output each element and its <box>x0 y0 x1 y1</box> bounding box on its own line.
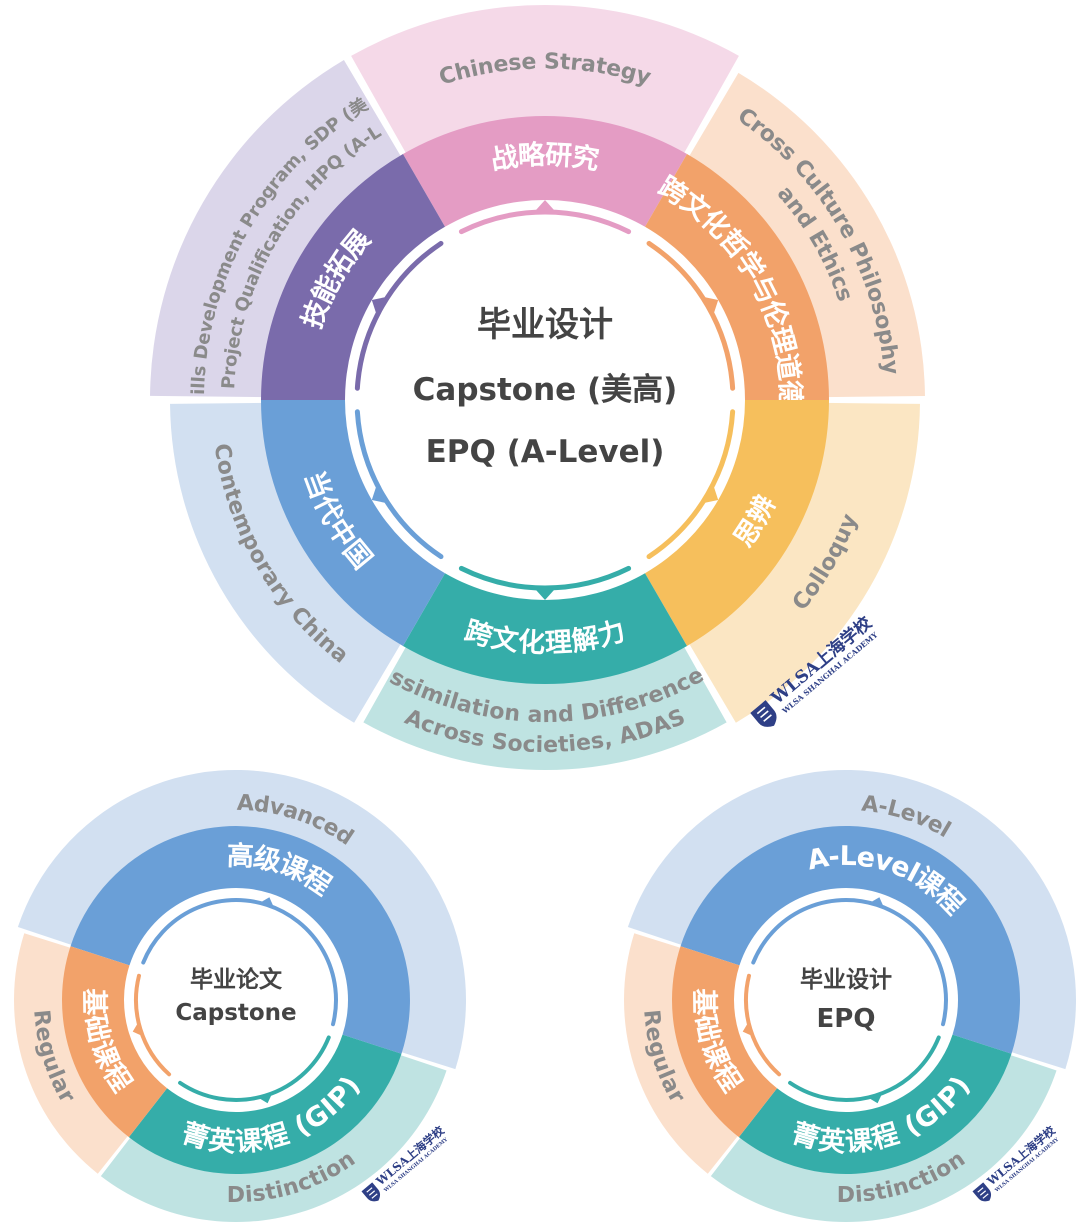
bl-center-line2: Capstone <box>175 1000 296 1026</box>
outer-band <box>17 770 466 1070</box>
outer-band <box>150 60 403 398</box>
arrow-marker <box>371 297 385 313</box>
top-center-line1: 毕业设计 <box>477 305 613 345</box>
mid-band <box>61 946 168 1138</box>
mid-band <box>128 1034 402 1174</box>
arrow-marker <box>871 897 884 906</box>
arrow-marker <box>261 897 274 906</box>
shield-icon <box>361 1182 381 1202</box>
inner-arc <box>458 209 632 235</box>
mid-band <box>70 826 410 1054</box>
top-center-line3: EPQ (A-Level) <box>426 434 665 470</box>
mid-band <box>672 946 778 1138</box>
inner-arc <box>458 565 632 591</box>
bottom-left-center-title: 毕业论文 Capstone <box>175 966 296 1026</box>
inner-arc <box>141 898 338 1027</box>
mid-band <box>645 154 829 400</box>
mid-band <box>261 154 445 400</box>
shield-icon <box>972 1182 992 1202</box>
inner-arc <box>646 409 736 560</box>
wheel-right-segment: 菁英课程 (GIP)Distinction <box>100 1034 447 1222</box>
arrow-marker <box>869 1094 882 1104</box>
arrow-marker <box>259 1094 272 1104</box>
outer-band <box>363 643 727 771</box>
inner-arc <box>354 240 444 391</box>
bl-center-line1: 毕业论文 <box>190 966 283 993</box>
mid-band <box>403 573 687 684</box>
arrow-marker <box>742 1023 752 1036</box>
arrow-marker <box>536 200 554 210</box>
outer-band <box>100 1053 447 1222</box>
arrow-marker <box>371 487 385 503</box>
mid-band <box>261 400 445 646</box>
top-center-title: 毕业设计 Capstone (美高) EPQ (A-Level) <box>413 305 678 470</box>
outer-band <box>351 4 739 157</box>
arrow-marker <box>705 487 719 503</box>
outer-band <box>687 402 920 723</box>
outer-band <box>710 1053 1057 1222</box>
inner-arc <box>744 973 782 1077</box>
inner-arc <box>178 1035 331 1102</box>
inner-arc <box>751 898 948 1027</box>
arrow-marker <box>705 297 719 313</box>
outer-band <box>687 72 925 398</box>
inner-arc <box>788 1035 941 1102</box>
mid-band <box>645 400 829 646</box>
inner-arc <box>354 409 444 560</box>
br-center-line1: 毕业设计 <box>800 967 892 993</box>
bottom-right-center-title: 毕业设计 EPQ <box>800 967 892 1034</box>
mid-band <box>403 116 687 227</box>
inner-arc <box>646 240 736 391</box>
br-center-line2: EPQ <box>817 1004 876 1034</box>
wheel-right-segment: 菁英课程 (GIP)Distinction <box>710 1034 1057 1222</box>
inner-arc <box>134 973 172 1077</box>
arrow-marker <box>132 1023 142 1036</box>
mid-band <box>738 1034 1012 1174</box>
outer-band <box>170 402 403 723</box>
shield-icon <box>750 700 777 727</box>
top-center-line2: Capstone (美高) <box>413 372 678 408</box>
mid-band <box>680 826 1020 1054</box>
outer-band <box>627 770 1076 1070</box>
arrow-marker <box>536 590 554 600</box>
